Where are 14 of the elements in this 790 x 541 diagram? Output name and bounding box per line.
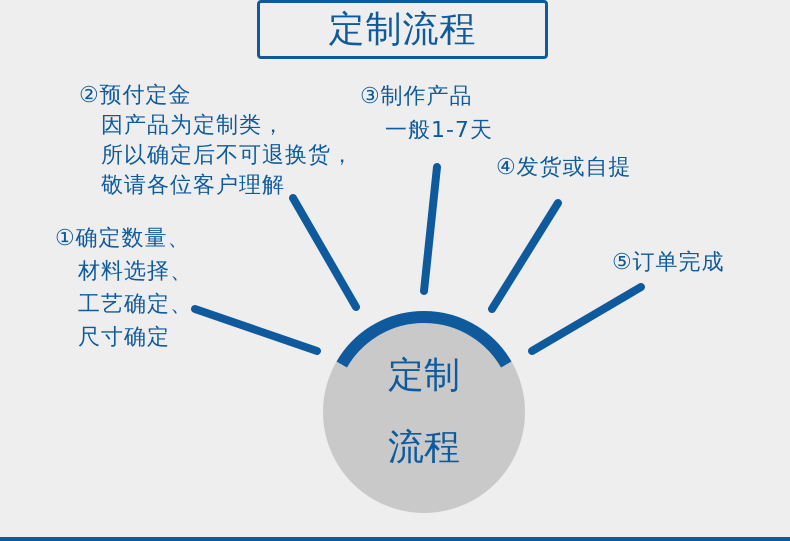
connector-line (420, 163, 441, 295)
connector-line (289, 194, 360, 311)
step-description: 一般1-7天 (385, 117, 493, 145)
connector-line (191, 305, 321, 355)
step-label: ④发货或自提 (496, 153, 632, 183)
connector-line (528, 283, 645, 355)
step-label: ①确定数量、材料选择、工艺确定、尺寸确定 (55, 222, 193, 354)
connector-line (488, 199, 562, 313)
title-text: 定制流程 (328, 8, 476, 50)
step-heading: ③制作产品 (360, 83, 473, 111)
step-label: ⑤订单完成 (612, 248, 725, 278)
step-heading: ②预付定金 (79, 82, 192, 110)
step-description: 因产品为定制类，所以确定后不可退换货，敬请各位客户理解 (101, 112, 354, 200)
hub-label: 定制流程 (387, 354, 461, 470)
